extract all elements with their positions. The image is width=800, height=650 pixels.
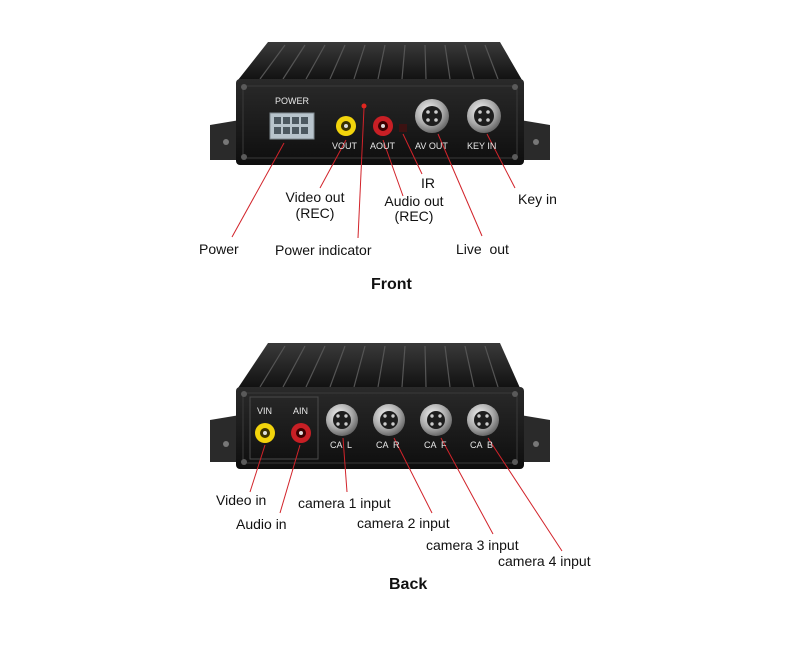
callout-audio-out-sub: (REC) xyxy=(394,208,434,224)
callout-live-out: Live out xyxy=(456,241,509,257)
callout-line-camera4 xyxy=(487,437,563,552)
panel-label-ca-f: CA F xyxy=(424,440,447,450)
back-callout-lines xyxy=(249,437,563,552)
front-screw-left xyxy=(223,139,229,145)
front-face-inner xyxy=(242,85,518,159)
callout-line-power xyxy=(231,142,285,238)
back-heatsink-fins xyxy=(259,345,499,388)
front-callout-lines xyxy=(231,107,516,239)
callout-audio-out: Audio out xyxy=(384,193,444,209)
panel-label-ca-b: CA B xyxy=(470,440,494,450)
callout-line-audio-out xyxy=(382,139,404,197)
callout-line-camera3 xyxy=(440,437,494,535)
panel-label-ain: AIN xyxy=(293,406,309,416)
back-rca-panel xyxy=(249,396,319,460)
back-device xyxy=(210,343,550,469)
callout-power: Power xyxy=(199,241,239,257)
back-title: Back xyxy=(389,576,428,593)
callout-ir: IR xyxy=(421,175,435,191)
callout-audio-in: Audio in xyxy=(236,516,287,532)
callout-line-live-out xyxy=(437,133,483,237)
power-connector xyxy=(269,112,315,140)
front-device xyxy=(210,42,550,165)
power-led xyxy=(361,103,367,109)
callout-power-indicator: Power indicator xyxy=(275,242,372,258)
front-heatsink-fins xyxy=(259,44,499,80)
panel-label-ca-l: CA L xyxy=(330,440,353,450)
callout-line-camera2 xyxy=(393,437,433,514)
front-screw-right xyxy=(533,139,539,145)
panel-label-aout: AOUT xyxy=(370,141,396,151)
panel-label-ca-r: CA R xyxy=(376,440,400,450)
front-title: Front xyxy=(371,276,412,293)
panel-label-vin: VIN xyxy=(257,406,273,416)
callout-line-power-indicator xyxy=(357,107,365,239)
callout-camera4: camera 4 input xyxy=(498,553,591,569)
callout-camera3: camera 3 input xyxy=(426,537,519,553)
panel-label-av-out: AV OUT xyxy=(415,141,448,151)
callout-video-out-sub: (REC) xyxy=(295,205,335,221)
camera-connectors xyxy=(326,404,499,436)
back-heatsink xyxy=(238,343,520,388)
callout-camera2: camera 2 input xyxy=(357,515,450,531)
back-flange-left xyxy=(210,415,240,462)
panel-label-power: POWER xyxy=(275,96,310,106)
back-flange-right xyxy=(520,415,550,462)
ir-window xyxy=(399,124,407,132)
panel-label-vout: VOUT xyxy=(332,141,358,151)
callout-video-in: Video in xyxy=(216,492,267,508)
front-heatsink xyxy=(238,42,522,80)
callout-line-video-out xyxy=(319,139,347,189)
panel-label-key-in: KEY IN xyxy=(467,141,497,151)
callout-line-camera1 xyxy=(342,437,348,493)
callout-line-video-in xyxy=(249,444,266,493)
callout-line-ir xyxy=(402,133,423,175)
callout-line-audio-in xyxy=(279,444,301,514)
callout-video-out: Video out xyxy=(285,189,345,205)
callout-line-key-in xyxy=(486,133,516,189)
callout-camera1: camera 1 input xyxy=(298,495,391,511)
callout-key-in: Key in xyxy=(518,191,557,207)
